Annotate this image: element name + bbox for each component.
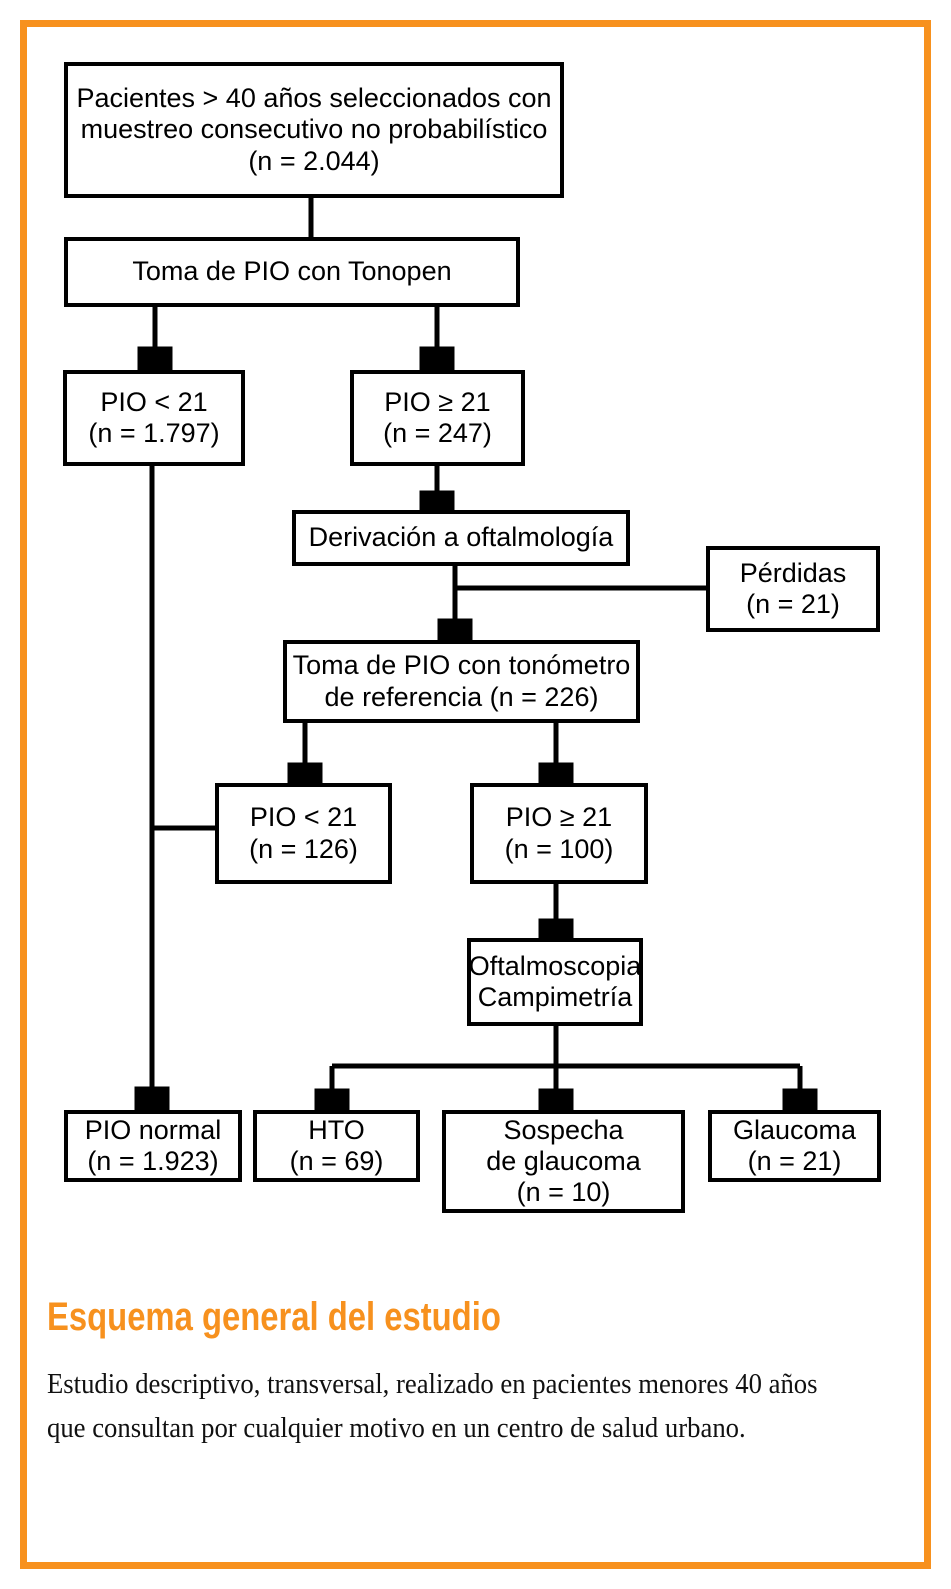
caption-description: Estudio descriptivo, transversal, realiz… xyxy=(47,1368,818,1445)
node-seleccion-label: Pacientes > 40 años seleccionados con mu… xyxy=(76,83,552,176)
node-pio-ge21-tonopen: PIO ≥ 21 (n = 247) xyxy=(350,370,525,466)
node-tonopen: Toma de PIO con Tonopen xyxy=(64,237,520,307)
figure-orange-border xyxy=(20,20,931,1569)
node-glaucoma: Glaucoma (n = 21) xyxy=(708,1110,881,1182)
node-derivacion: Derivación a oftalmología xyxy=(292,510,630,566)
node-seleccion: Pacientes > 40 años seleccionados con mu… xyxy=(64,62,564,198)
node-sospecha-glaucoma-label: Sospecha de glaucoma (n = 10) xyxy=(486,1114,641,1208)
node-hto: HTO (n = 69) xyxy=(253,1110,420,1182)
node-pio-lt21-tonopen-label: PIO < 21 (n = 1.797) xyxy=(88,386,220,448)
figure-caption: Esquema general del estudio Estudio desc… xyxy=(47,1295,897,1450)
node-perdidas: Pérdidas (n = 21) xyxy=(706,546,880,632)
node-tonometro: Toma de PIO con tonómetro de referencia … xyxy=(283,640,640,723)
node-pio-ge21-tonopen-label: PIO ≥ 21 (n = 247) xyxy=(383,386,492,448)
caption-title: Esquema general del estudio xyxy=(47,1295,501,1339)
node-tonopen-label: Toma de PIO con Tonopen xyxy=(132,256,452,287)
node-sospecha-glaucoma: Sospecha de glaucoma (n = 10) xyxy=(442,1110,685,1213)
node-perdidas-label: Pérdidas (n = 21) xyxy=(739,557,847,619)
node-oftalmoscopia: Oftalmoscopia Campimetría xyxy=(467,938,643,1026)
node-pio-normal-label: PIO normal (n = 1.923) xyxy=(84,1114,222,1176)
node-oftalmoscopia-label: Oftalmoscopia Campimetría xyxy=(468,950,642,1012)
node-pio-lt21-referencia: PIO < 21 (n = 126) xyxy=(215,783,392,884)
node-pio-ge21-referencia: PIO ≥ 21 (n = 100) xyxy=(470,783,648,884)
node-pio-normal: PIO normal (n = 1.923) xyxy=(64,1110,242,1182)
node-pio-lt21-tonopen: PIO < 21 (n = 1.797) xyxy=(63,370,245,466)
node-pio-lt21-referencia-label: PIO < 21 (n = 126) xyxy=(249,802,358,864)
node-derivacion-label: Derivación a oftalmología xyxy=(308,522,614,553)
node-tonometro-label: Toma de PIO con tonómetro de referencia … xyxy=(292,650,631,712)
node-hto-label: HTO (n = 69) xyxy=(289,1114,384,1176)
node-glaucoma-label: Glaucoma (n = 21) xyxy=(732,1114,857,1176)
node-pio-ge21-referencia-label: PIO ≥ 21 (n = 100) xyxy=(504,802,614,864)
